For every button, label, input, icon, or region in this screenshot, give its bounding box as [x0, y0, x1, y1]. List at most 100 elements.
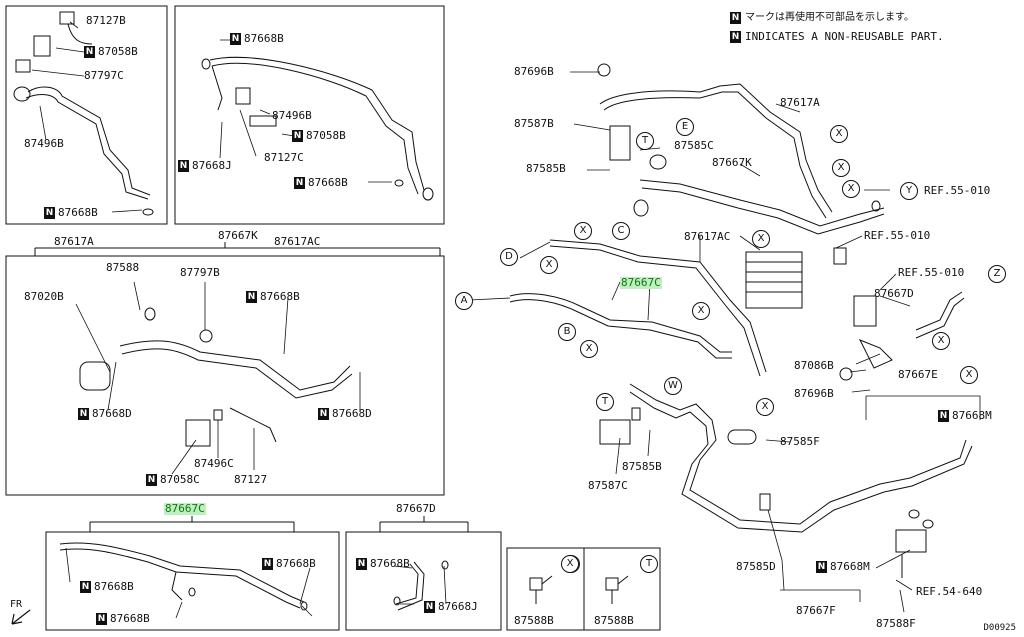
- part-number: 87617A: [780, 96, 820, 109]
- pipe-87667d: [393, 560, 449, 611]
- part-number: 87667D: [874, 287, 914, 300]
- legend-jp-text: マークは再使用不可部品を示します。: [745, 12, 914, 23]
- callout-b: B: [558, 323, 576, 341]
- legend-en: N INDICATES A NON-REUSABLE PART.: [730, 31, 944, 43]
- part-number: 87696B: [794, 387, 834, 400]
- part-label-87496b: 87496B: [24, 138, 64, 150]
- part-number: 87058B: [98, 45, 138, 58]
- oil-cooler: [745, 251, 803, 309]
- part-number: 87058B: [306, 129, 346, 142]
- part-number: 87496B: [272, 109, 312, 122]
- part-number: 87127B: [86, 14, 126, 27]
- part-number: 87797C: [84, 69, 124, 82]
- part-number: 87587C: [588, 479, 628, 492]
- part-number: 87667D: [396, 502, 436, 515]
- part-number: 87588: [106, 261, 140, 274]
- callout-x: X: [561, 555, 579, 573]
- callout-d: D: [500, 248, 518, 266]
- callout-x: X: [756, 398, 774, 416]
- non-reusable-mark: N: [96, 613, 107, 625]
- part-number: 87668B: [244, 32, 284, 45]
- part-number: 87617AC: [684, 230, 731, 243]
- panel-87667c-frame: [45, 531, 340, 631]
- pipe-87617a: [13, 11, 154, 216]
- part-label-87667d: 87667D: [396, 503, 436, 515]
- part-label-87667k: 87667K: [218, 230, 258, 242]
- pipe-87617ac: [201, 56, 434, 201]
- part-number: 87588B: [514, 614, 554, 627]
- part-number: 87588F: [876, 617, 916, 630]
- part-number: 87020B: [24, 290, 64, 303]
- legend-en-text: INDICATES A NON-REUSABLE PART.: [745, 30, 944, 43]
- part-number: 87668M: [830, 560, 870, 573]
- part-number: 87585B: [526, 162, 566, 175]
- non-reusable-mark: N: [292, 130, 303, 142]
- part-number: 87667K: [712, 156, 752, 169]
- part-label-87585b: 87585B: [622, 461, 662, 473]
- callout-t: T: [640, 555, 658, 573]
- part-number: 87585B: [622, 460, 662, 473]
- callout-x: X: [932, 332, 950, 350]
- part-label-87667f: 87667F: [796, 605, 836, 617]
- part-label-87585b: 87585B: [526, 163, 566, 175]
- part-label-87086b: 87086B: [794, 360, 834, 372]
- fr-label: FR: [10, 599, 23, 610]
- part-label-87127: 87127: [234, 474, 267, 486]
- part-number: 87667E: [898, 368, 938, 381]
- callout-x: X: [832, 159, 850, 177]
- part-number: 87668J: [192, 159, 232, 172]
- clamp-87585f: [727, 429, 757, 445]
- callout-x: X: [580, 340, 598, 358]
- part-number: 87668B: [276, 557, 316, 570]
- part-label-87617ac: 87617AC: [684, 231, 730, 243]
- part-label-ref-55-010: REF.55-010: [898, 267, 964, 279]
- callout-x: X: [842, 180, 860, 198]
- legend-jp: N マークは再使用不可部品を示します。: [730, 12, 914, 24]
- part-number: 87668M: [952, 409, 992, 422]
- panel-87617a-frame: [5, 5, 168, 225]
- non-reusable-mark: N: [294, 177, 305, 189]
- part-label-87588: 87588: [106, 262, 139, 274]
- callout-t: T: [596, 393, 614, 411]
- part-number: 87668B: [58, 206, 98, 219]
- part-label-87585f: 87585F: [780, 436, 820, 448]
- non-reusable-mark: N: [44, 207, 55, 219]
- bracket-87667k: [34, 242, 441, 256]
- part-label-87696b: 87696B: [514, 66, 554, 78]
- part-label-87617a: 87617A: [54, 236, 94, 248]
- part-label-87667c: 87667C: [164, 503, 206, 515]
- part-number: 87588B: [594, 614, 634, 627]
- part-number: 87668B: [308, 176, 348, 189]
- part-label-87127b: 87127B: [86, 15, 126, 27]
- callout-z: Z: [988, 265, 1006, 283]
- part-number: 87585C: [674, 139, 714, 152]
- part-label-87696b: 87696B: [794, 388, 834, 400]
- part-number: 87667F: [796, 604, 836, 617]
- part-label-ref-55-010: REF.55-010: [864, 230, 930, 242]
- part-label-87588b: 87588B: [594, 615, 634, 627]
- callout-t: T: [636, 132, 654, 150]
- part-label-87797b: 87797B: [180, 267, 220, 279]
- part-number: 87127C: [264, 151, 304, 164]
- non-reusable-mark: N: [146, 474, 157, 486]
- part-number: 87127: [234, 473, 268, 486]
- callout-x: X: [830, 125, 848, 143]
- non-reusable-mark: N: [178, 160, 189, 172]
- part-number: 87667K: [218, 229, 258, 242]
- part-number: REF.54-640: [916, 585, 983, 598]
- part-label-87585d: 87585D: [736, 561, 776, 573]
- callout-x: X: [752, 230, 770, 248]
- bracket-87667c: [89, 516, 295, 532]
- pipe-87667c: [59, 542, 308, 611]
- callout-x: X: [540, 256, 558, 274]
